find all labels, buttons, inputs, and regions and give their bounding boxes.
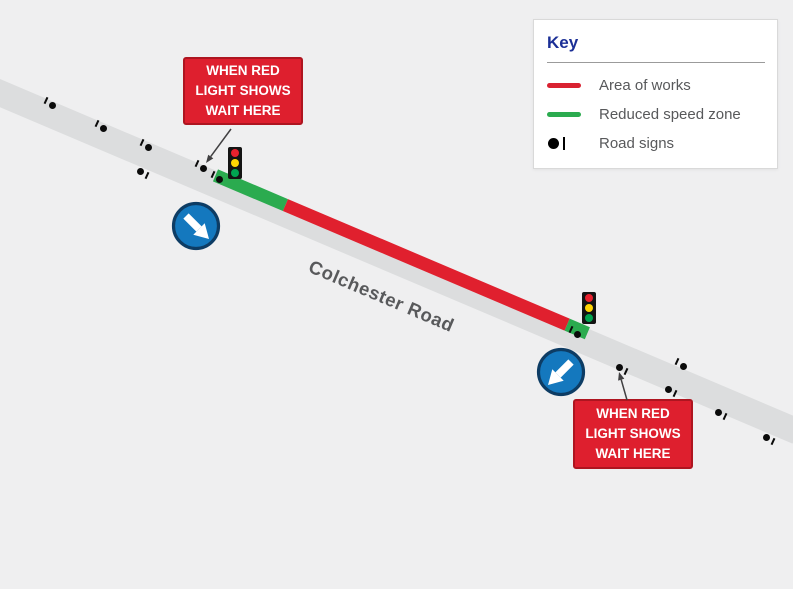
key-item-label: Reduced speed zone (599, 106, 741, 123)
red-lamp (231, 149, 239, 157)
road-sign-marker (136, 167, 144, 175)
wait-sign-line: LIGHT SHOWS (195, 82, 291, 98)
amber-lamp (585, 304, 593, 312)
wait-sign-line: LIGHT SHOWS (585, 425, 681, 441)
road-sign-marker (215, 175, 223, 183)
blue-arrow-sign-west (171, 201, 221, 251)
road-sign-marker (664, 385, 672, 393)
wait-here-sign-north: WHEN RED LIGHT SHOWS WAIT HERE (183, 57, 303, 125)
key-item-reduced-speed-zone: Reduced speed zone (547, 100, 765, 129)
road-sign-marker (714, 408, 722, 416)
road-sign-marker (615, 363, 623, 371)
reduced-speed-zone-segment-west (212, 169, 288, 212)
key-separator (547, 62, 765, 63)
traffic-light-icon (582, 292, 596, 324)
road-sign-marker (679, 362, 687, 370)
wait-sign-line: WHEN RED (206, 62, 280, 78)
road-sign-marker (144, 143, 152, 151)
road-sign-marker (99, 124, 107, 132)
wait-sign-line: WAIT HERE (595, 446, 671, 462)
road-sign-marker (573, 330, 581, 338)
reduced-speed-zone-swatch-icon (547, 112, 581, 117)
arrow-down-left-icon (536, 347, 586, 397)
road-sign-swatch-icon (547, 137, 581, 150)
area-of-works-swatch-icon (547, 83, 581, 88)
wait-sign-line: WAIT HERE (205, 103, 281, 119)
key-panel: Key Area of works Reduced speed zone Roa… (533, 19, 778, 169)
amber-lamp (231, 159, 239, 167)
road-sign-marker (199, 164, 207, 172)
key-item-area-of-works: Area of works (547, 71, 765, 100)
key-item-label: Road signs (599, 135, 675, 152)
road-sign-marker (48, 101, 56, 109)
key-item-label: Area of works (599, 77, 691, 94)
road-sign-marker (762, 433, 770, 441)
key-item-road-signs: Road signs (547, 129, 765, 158)
wait-here-sign-south: WHEN RED LIGHT SHOWS WAIT HERE (573, 399, 693, 469)
wait-sign-line: WHEN RED (596, 405, 670, 421)
traffic-light-icon (228, 147, 242, 179)
blue-arrow-sign-east (536, 347, 586, 397)
green-lamp (585, 314, 593, 322)
arrow-down-right-icon (171, 201, 221, 251)
green-lamp (231, 169, 239, 177)
red-lamp (585, 294, 593, 302)
key-title: Key (547, 33, 579, 52)
arrowhead (206, 154, 214, 163)
